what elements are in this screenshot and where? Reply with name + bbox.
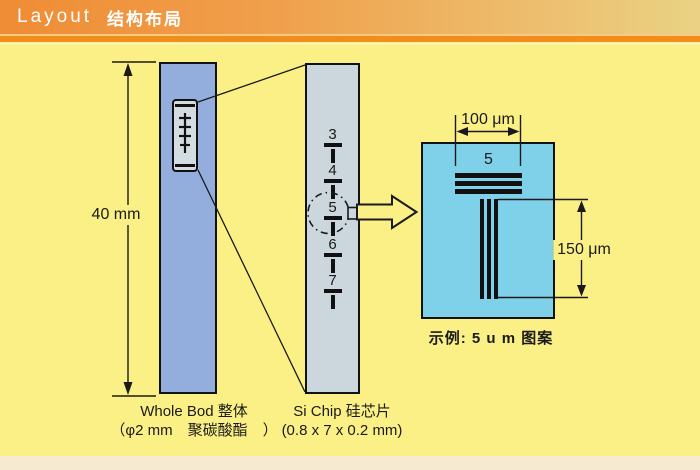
dim-100um-label: 100 μm (461, 111, 515, 128)
chip-pattern-5: 5 (305, 200, 360, 236)
pattern-hbar (323, 253, 342, 257)
si-chip-label-line2: (0.8 x 7 x 0.2 mm) (281, 422, 403, 439)
pattern-vtick (330, 222, 335, 236)
pattern-hbar (323, 179, 342, 183)
chip-cap-bottom (175, 164, 195, 167)
header-title-en: Layout (17, 6, 93, 27)
embedded-chip-rect (172, 99, 198, 172)
dim-150um-label: 150 μm (553, 240, 615, 260)
header-rule-orange (0, 36, 700, 42)
detail-vbar (479, 199, 484, 299)
whole-body-label: Whole Bod 整体 （φ2 mm 聚碳酸酯 ） (88, 402, 300, 440)
detail-hbar (455, 173, 522, 178)
detail-hbar (455, 181, 522, 186)
pattern-vtick (330, 149, 335, 163)
header-title-zh: 结构布局 (107, 9, 184, 29)
detail-caption: 示例: 5 u m 图案 (428, 330, 554, 347)
dim-40mm-label: 40 mm (87, 205, 145, 225)
detail-vbar (486, 199, 491, 299)
pattern-number: 3 (328, 126, 337, 143)
pattern-number: 7 (328, 272, 337, 289)
whole-body-label-line1: Whole Bod 整体 (140, 403, 248, 420)
chip-cap-top (175, 104, 195, 107)
si-chip-label: Si Chip 硅芯片 (0.8 x 7 x 0.2 mm) (276, 402, 408, 440)
whole-body-label-line2: （φ2 mm 聚碳酸酯 ） (110, 422, 278, 439)
pattern-number: 6 (328, 236, 337, 253)
pattern-hbar (323, 289, 342, 293)
pattern-vtick (330, 259, 335, 273)
detail-hbar (455, 189, 522, 194)
pattern-hbar (323, 216, 342, 220)
detail-pattern-number: 5 (484, 151, 493, 168)
header-rule-pale (0, 42, 700, 45)
pattern-vtick (330, 185, 335, 199)
pattern-number: 5 (328, 199, 337, 216)
si-chip-label-line1: Si Chip 硅芯片 (293, 403, 391, 420)
pattern-vtick (330, 295, 335, 309)
header-rule-light (0, 34, 700, 36)
header-band: Layout 结构布局 (0, 0, 700, 34)
chip-pattern-4: 4 (305, 163, 360, 199)
pattern-number: 4 (328, 162, 337, 179)
chip-pattern-3: 3 (305, 127, 360, 163)
detail-vbar (493, 199, 498, 299)
pattern-hbar (323, 143, 342, 147)
chip-pattern-7: 7 (305, 273, 360, 309)
mini-pattern-icon (179, 113, 191, 153)
chip-pattern-6: 6 (305, 237, 360, 273)
